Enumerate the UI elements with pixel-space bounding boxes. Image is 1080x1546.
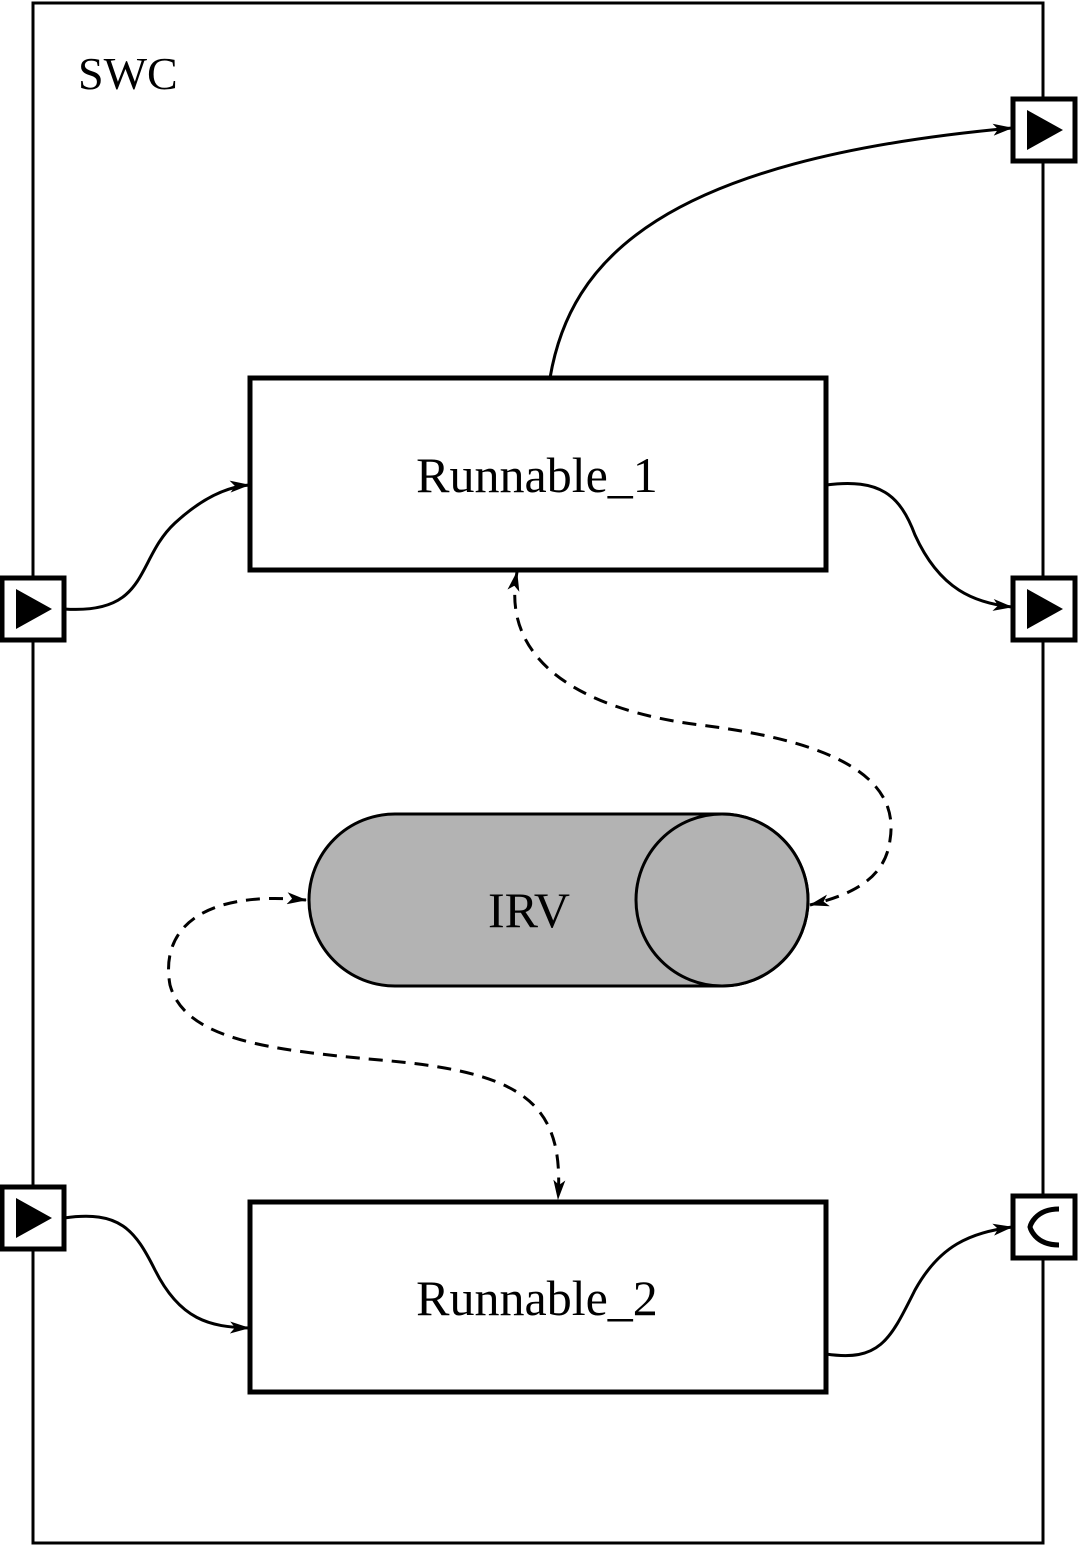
irv-cylinder-end-cap <box>634 812 810 988</box>
triangle-right-icon <box>1027 589 1063 629</box>
provider-port-right-middle <box>1010 575 1078 643</box>
runnable-2-label: Runnable_2 <box>416 1270 658 1326</box>
irv-label: IRV <box>488 882 570 938</box>
runnable-2-box <box>247 1199 829 1395</box>
runnable-1-box <box>247 375 829 573</box>
client-port-right-bottom <box>1010 1193 1078 1261</box>
port-frame <box>1010 1193 1078 1261</box>
flow-left-port-to-runnable-1 <box>63 480 250 611</box>
receiver-port-left-bottom <box>0 1184 67 1252</box>
triangle-right-icon <box>16 1198 52 1238</box>
flow-runnable-1-to-top-port <box>548 123 1013 379</box>
triangle-right-icon <box>16 589 52 629</box>
irv-access-runnable-1 <box>507 571 893 907</box>
flow-runnable-1-to-middle-port <box>825 481 1013 611</box>
flow-left-port-to-runnable-2 <box>63 1214 250 1334</box>
swc-label: SWC <box>78 48 178 99</box>
flow-runnable-2-to-client-port <box>825 1223 1013 1358</box>
triangle-right-icon <box>1027 110 1063 150</box>
irv-access-runnable-2 <box>167 892 566 1200</box>
provider-port-right-top <box>1010 96 1078 164</box>
receiver-port-left-top <box>0 575 67 643</box>
client-port-icon <box>1027 1206 1060 1248</box>
runnable-1-label: Runnable_1 <box>416 447 658 503</box>
